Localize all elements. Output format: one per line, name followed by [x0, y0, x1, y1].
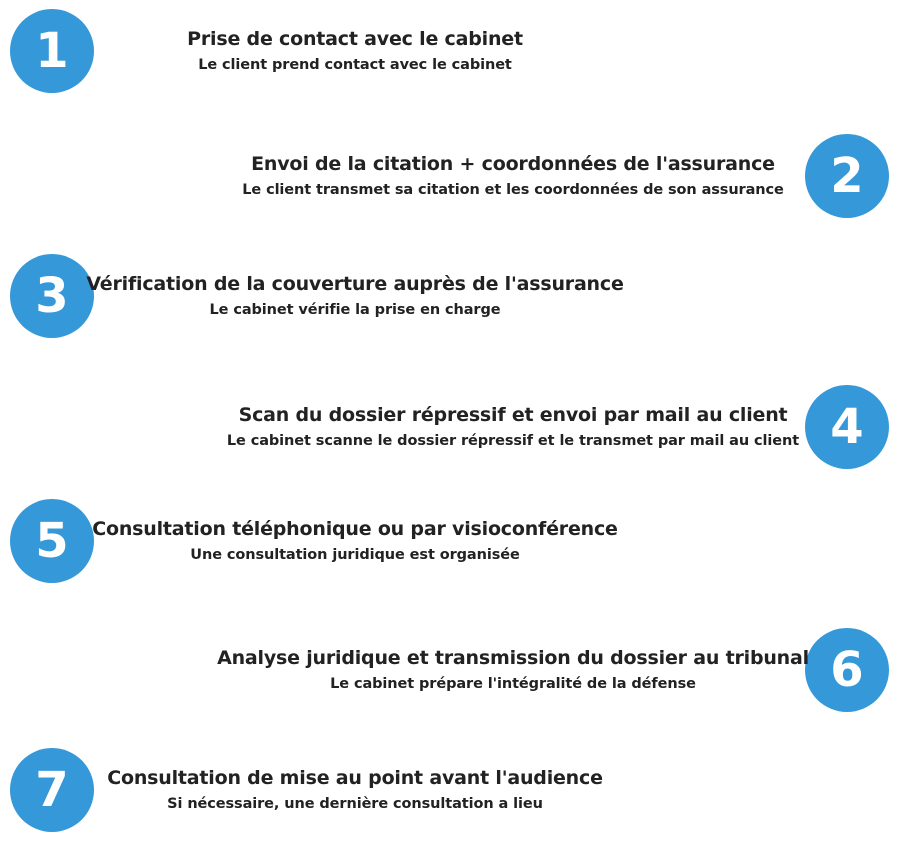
step-number: 4 — [830, 399, 864, 455]
step-subtitle: Le cabinet prépare l'intégralité de la d… — [330, 676, 696, 692]
step-number: 6 — [830, 642, 864, 698]
step-text: Envoi de la citation + coordonnées de l'… — [153, 152, 873, 200]
step-subtitle: Si nécessaire, une dernière consultation… — [167, 796, 543, 812]
step-title: Vérification de la couverture auprès de … — [86, 273, 624, 295]
step-title: Scan du dossier répressif et envoi par m… — [238, 404, 788, 426]
step-number-badge: 7 — [10, 748, 94, 832]
step-text: Prise de contact avec le cabinet Le clie… — [0, 27, 715, 75]
step-number-badge: 1 — [10, 9, 94, 93]
step-text: Analyse juridique et transmission du dos… — [153, 646, 873, 694]
step-title: Analyse juridique et transmission du dos… — [217, 647, 809, 669]
step-number-badge: 2 — [805, 134, 889, 218]
step-number: 7 — [35, 762, 69, 818]
step-subtitle: Le client prend contact avec le cabinet — [198, 57, 512, 73]
step-number-badge: 5 — [10, 499, 94, 583]
step-number-badge: 6 — [805, 628, 889, 712]
step-subtitle: Une consultation juridique est organisée — [190, 547, 520, 563]
step-text: Consultation téléphonique ou par visioco… — [0, 517, 715, 565]
step-title: Consultation téléphonique ou par visioco… — [92, 518, 618, 540]
step-number-badge: 3 — [10, 254, 94, 338]
step-text: Scan du dossier répressif et envoi par m… — [153, 403, 873, 451]
step-number: 3 — [35, 268, 69, 324]
step-title: Prise de contact avec le cabinet — [187, 28, 523, 50]
step-subtitle: Le cabinet scanne le dossier répressif e… — [226, 433, 800, 449]
step-title: Envoi de la citation + coordonnées de l'… — [251, 153, 775, 175]
step-number: 1 — [35, 23, 69, 79]
step-number-badge: 4 — [805, 385, 889, 469]
step-text: Consultation de mise au point avant l'au… — [0, 766, 715, 814]
step-number: 2 — [830, 148, 864, 204]
step-text: Vérification de la couverture auprès de … — [0, 272, 715, 320]
step-subtitle: Le cabinet vérifie la prise en charge — [209, 302, 501, 318]
step-subtitle: Le client transmet sa citation et les co… — [242, 182, 784, 198]
step-number: 5 — [35, 513, 69, 569]
step-title: Consultation de mise au point avant l'au… — [107, 767, 603, 789]
